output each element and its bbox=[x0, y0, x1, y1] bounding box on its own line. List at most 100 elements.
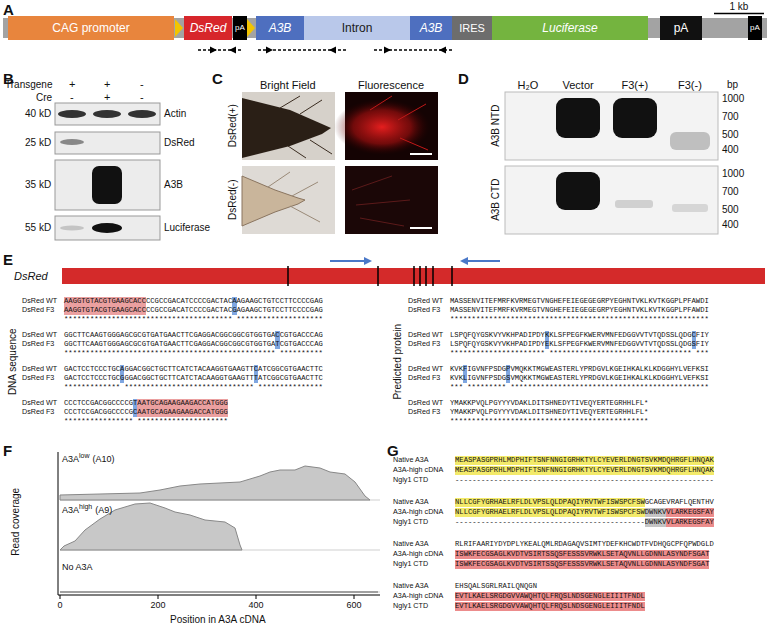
hair bbox=[356, 200, 410, 205]
axis-label: DsRed(-) bbox=[226, 179, 238, 220]
blot-band bbox=[93, 110, 121, 118]
panel-letter: D bbox=[458, 70, 469, 87]
gel-smear bbox=[615, 200, 653, 208]
hair bbox=[288, 146, 306, 158]
mutation-tick bbox=[451, 266, 453, 286]
text-label: Actin bbox=[164, 108, 186, 120]
element-label: A3B bbox=[420, 22, 443, 34]
text-label: + bbox=[69, 78, 75, 91]
text-label: DsRed WT bbox=[22, 331, 57, 339]
text-label: 0 bbox=[58, 600, 63, 610]
text-label: DsRed F3 bbox=[408, 306, 440, 314]
text-label: DsRed F3 bbox=[408, 340, 440, 348]
sequence-text: MASSENVITEFMRFKVRMEGTVNGHEFEIEGEGEGRPYEG… bbox=[450, 306, 709, 315]
hair bbox=[360, 218, 404, 226]
blot-luciferase bbox=[55, 216, 160, 240]
element-label: IRES bbox=[459, 23, 485, 34]
text-label: - bbox=[70, 91, 74, 104]
text-label: A3A-high cDNA bbox=[393, 466, 443, 474]
axis-label: Predicted protein bbox=[392, 324, 404, 400]
red-hairs bbox=[370, 96, 428, 150]
sequence-text: ----------------------------------------… bbox=[455, 476, 714, 485]
sequence-text: AAGGTGTACGTGAAGCACCCCGCCGACATCCCCGACTACA… bbox=[64, 297, 323, 306]
loxp-triangle bbox=[247, 19, 255, 37]
hair bbox=[400, 138, 428, 150]
text-label: DsRed F3 bbox=[22, 306, 54, 314]
text-label: Ngly1 CTD bbox=[393, 560, 428, 568]
primer-head bbox=[384, 47, 391, 54]
text-label: F3(+) bbox=[622, 79, 649, 92]
mutation-tick bbox=[432, 266, 434, 286]
sequence-text: ****************************************… bbox=[450, 417, 648, 426]
hair bbox=[290, 206, 320, 222]
tick bbox=[354, 595, 355, 599]
element-label: pA bbox=[235, 24, 245, 32]
text-label: 25 kD bbox=[25, 137, 51, 149]
plot-label: A3A bbox=[62, 454, 79, 464]
scale-bar bbox=[410, 153, 432, 155]
gel-smear bbox=[670, 132, 710, 150]
text-label: Ngly1 CTD bbox=[393, 518, 428, 526]
primer-head bbox=[210, 47, 217, 54]
mutation-ticks bbox=[288, 266, 452, 286]
text-label: Native A3A bbox=[393, 582, 429, 590]
text-label: F3(-) bbox=[678, 79, 702, 92]
element-label: Intron bbox=[342, 22, 373, 34]
tick bbox=[256, 595, 257, 599]
sequence-text: EVTLKAELSRGDGVVAWQHTQLFRQSLNDSGENGLEIIIT… bbox=[455, 602, 645, 611]
construct-element: A3B bbox=[410, 16, 452, 40]
blot-actin bbox=[55, 103, 160, 125]
text-label: + bbox=[104, 91, 110, 104]
scale-bar bbox=[714, 13, 764, 15]
hair bbox=[310, 140, 332, 154]
scale-bar bbox=[410, 227, 432, 229]
text-label: DsRed bbox=[14, 270, 48, 283]
text-label: Native A3A bbox=[393, 498, 429, 506]
text-label: DsRed WT bbox=[408, 365, 443, 373]
text-label: 700 bbox=[722, 186, 739, 198]
gel-band bbox=[556, 98, 600, 138]
primer-heads bbox=[210, 47, 446, 54]
sequence-text: YMAKKPVQLPGYYYVDAKLDITSHNEDYTIVEQYERTEGR… bbox=[450, 399, 648, 408]
hair bbox=[300, 100, 322, 114]
fluorescence-image bbox=[345, 166, 438, 234]
label-group: A3Alow(A10) bbox=[62, 452, 115, 465]
hairs bbox=[268, 172, 320, 222]
sequence-text: *************************************** … bbox=[64, 315, 323, 324]
hair bbox=[268, 172, 290, 187]
text-label: 400 bbox=[722, 219, 739, 231]
sequence-text: MEASPASGPRHLMDPHIFTSNFNNGIGRHKTYLCYEVERL… bbox=[455, 466, 714, 475]
sequence-text: AAGGTGTACGTGAAGCACCCCGCCGACATCCCCGACTACG… bbox=[64, 306, 323, 315]
text-label: DsRed WT bbox=[22, 297, 57, 305]
gel-smear bbox=[672, 204, 708, 212]
sequence-text: MEASPASGPRHLMDPHIFTSNFNNGIGRHKTYLCYEVERL… bbox=[455, 456, 714, 465]
panel-letter: F bbox=[3, 442, 12, 459]
sequence-text: GACTCCTCCCTGCAGGACGGCTGCTTCATCTACAAGGTGA… bbox=[64, 365, 323, 374]
text-label: 1 kb bbox=[730, 1, 749, 13]
text-label: Bright Field bbox=[260, 79, 316, 92]
label-group: A3Ahigh(A9) bbox=[62, 503, 112, 516]
text-label: bp bbox=[727, 79, 738, 91]
panel-letter: A bbox=[3, 1, 14, 18]
mutation-tick bbox=[419, 266, 421, 286]
text-label: Native A3A bbox=[393, 456, 429, 464]
text-label: 200 bbox=[151, 600, 166, 610]
red-glow bbox=[334, 99, 430, 155]
text-label: - bbox=[140, 91, 144, 104]
axis-label: A3B NTD bbox=[490, 105, 502, 147]
sequence-text: MASSENVITEFMRFKVRMEGTVNGHEFEIEGEGEGRPYEG… bbox=[450, 297, 709, 306]
axis-label: A3B CTD bbox=[490, 179, 502, 221]
text-label: DsRed WT bbox=[408, 297, 443, 305]
text-label: DsRed F3 bbox=[408, 374, 440, 382]
text-label: Cre bbox=[36, 92, 52, 104]
sequence-text: ****************************************… bbox=[450, 315, 709, 324]
text-label: Vector bbox=[563, 79, 594, 92]
text-label: Luciferase bbox=[164, 222, 210, 234]
text-label: DsRed F3 bbox=[408, 408, 440, 416]
sequence-text: LSPQFQYGSKVYVKHPADIPDYEKLSFPEGFKWERVMNFE… bbox=[450, 340, 709, 349]
baseline bbox=[60, 592, 380, 593]
sequence-text: NLLCGFYGRHAELRFLDLVPSLQLDPAQIYRVTWFISWSP… bbox=[455, 498, 714, 507]
text-label: A3A-high cDNA bbox=[393, 508, 443, 516]
sequence-text: ISWKFECGSAGLKVDTVSIRTSSQSFESSSVRWKLSETAQ… bbox=[455, 560, 709, 569]
axis-label: Read coverage bbox=[10, 488, 22, 556]
